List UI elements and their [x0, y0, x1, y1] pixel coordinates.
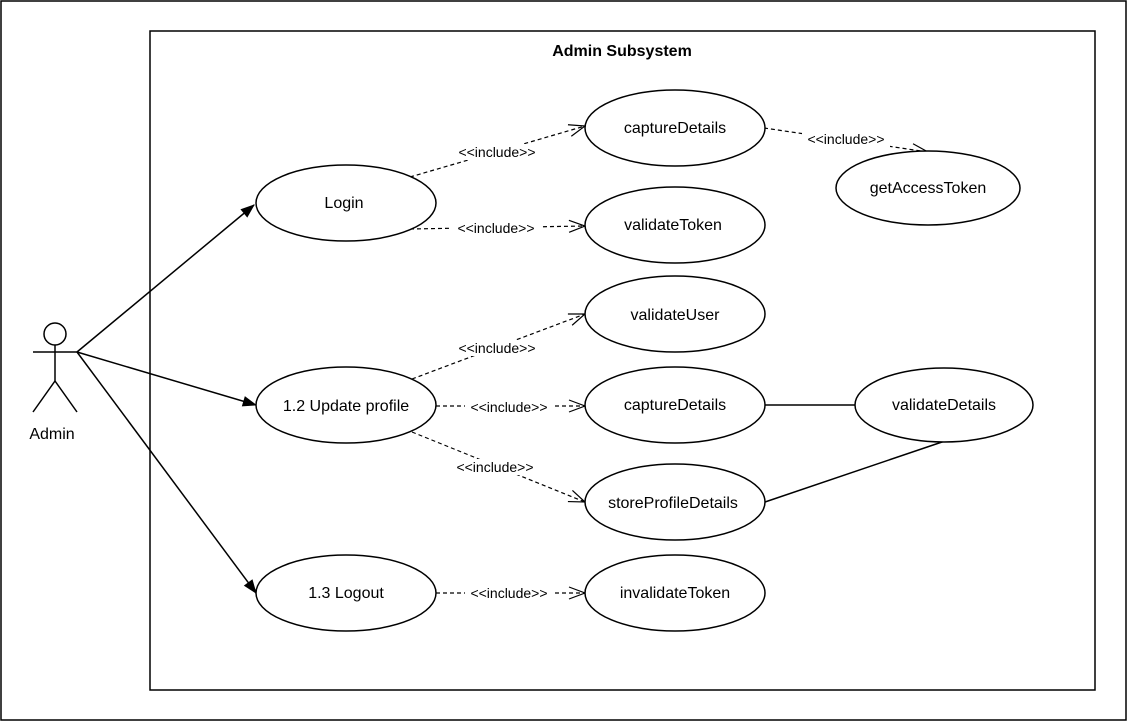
use-case-capture-details-login[interactable]: captureDetails: [584, 89, 766, 167]
system-boundary: [149, 30, 1096, 691]
include-label-bg: [453, 340, 541, 356]
use-case-label: storeProfileDetails: [608, 495, 738, 512]
include-label: <<include>>: [807, 131, 884, 147]
use-case-shape: [255, 554, 437, 632]
use-case-label: captureDetails: [624, 120, 726, 137]
association-login: [76, 204, 255, 353]
include-label: <<include>>: [470, 399, 547, 415]
actor-label: Admin: [29, 426, 74, 443]
use-case-label: validateToken: [624, 217, 722, 234]
include-label-bg: [465, 399, 553, 415]
use-case-invalidate-token[interactable]: invalidateToken: [584, 554, 766, 632]
use-case-label: Login: [324, 195, 363, 212]
use-case-label: captureDetails: [624, 397, 726, 414]
include-label-bg: [453, 144, 541, 160]
use-case-shape: [584, 366, 766, 444]
use-case-label: validateUser: [631, 307, 721, 324]
use-case-logout[interactable]: 1.3 Logout: [255, 554, 437, 632]
use-case-shape: [584, 89, 766, 167]
include-capture-token: <<include>>: [763, 127, 930, 157]
use-case-label: validateDetails: [892, 397, 996, 414]
use-case-shape: [854, 367, 1034, 443]
use-case-shape: [584, 186, 766, 264]
use-case-validate-details[interactable]: validateDetails: [854, 367, 1034, 443]
include-logout-invalidate: <<include>>: [436, 585, 587, 601]
include-label-bg: [802, 131, 890, 147]
use-case-validate-user[interactable]: validateUser: [584, 275, 766, 353]
include-label-bg: [452, 220, 540, 236]
use-case-validate-token[interactable]: validateToken: [584, 186, 766, 264]
include-update-validate-user: <<include>>: [411, 313, 587, 380]
include-label-bg: [451, 459, 539, 475]
actor-admin[interactable]: Admin: [29, 322, 78, 443]
system-title: Admin Subsystem: [552, 43, 692, 60]
include-update-capture: <<include>>: [436, 399, 587, 415]
use-case-label: invalidateToken: [620, 585, 730, 602]
include-label: <<include>>: [456, 459, 533, 475]
use-case-label: 1.3 Logout: [308, 585, 384, 602]
actor-head: [43, 322, 67, 346]
use-case-shape: [835, 150, 1021, 226]
use-case-shape: [255, 164, 437, 242]
include-label: <<include>>: [458, 144, 535, 160]
include-label-bg: [465, 585, 553, 601]
association-store-validate-details: [764, 440, 946, 503]
use-case-capture-details-profile[interactable]: captureDetails: [584, 366, 766, 444]
include-label: <<include>>: [458, 340, 535, 356]
include-label: <<include>>: [470, 585, 547, 601]
use-case-label: getAccessToken: [870, 180, 987, 197]
use-case-update-profile[interactable]: 1.2 Update profile: [255, 366, 437, 444]
association-logout: [76, 351, 257, 594]
use-case-shape: [584, 554, 766, 632]
include-login-validate-token: <<include>>: [409, 219, 587, 236]
use-case-shape: [255, 366, 437, 444]
use-case-label: 1.2 Update profile: [283, 398, 409, 415]
include-label: <<include>>: [457, 220, 534, 236]
actor-right-leg: [54, 380, 78, 413]
use-case-login[interactable]: Login: [255, 164, 437, 242]
association-update-profile: [76, 351, 258, 407]
use-case-shape: [584, 275, 766, 353]
actor-left-leg: [32, 380, 56, 413]
use-case-get-access-token[interactable]: getAccessToken: [835, 150, 1021, 226]
use-case-shape: [584, 463, 766, 541]
use-case-store-profile-details[interactable]: storeProfileDetails: [584, 463, 766, 541]
include-update-store: <<include>>: [411, 431, 587, 503]
include-login-capture: <<include>>: [409, 124, 587, 178]
